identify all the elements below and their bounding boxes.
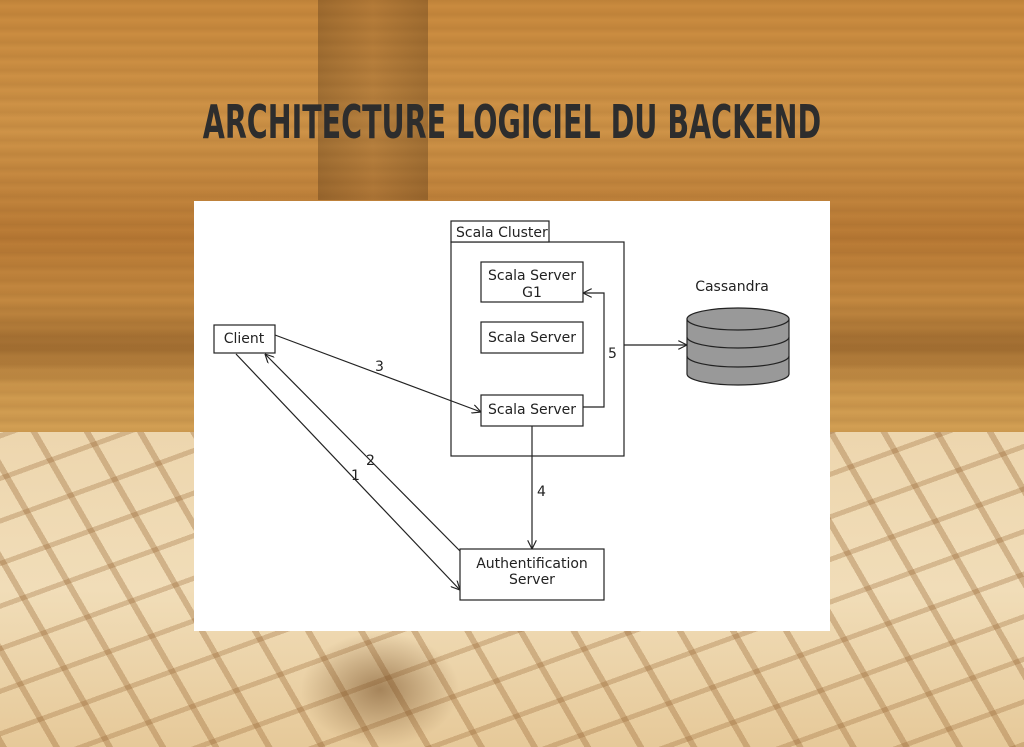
cluster-tab	[450, 220, 550, 243]
scala-server-bottom: Scala Server	[480, 394, 584, 427]
edge-3-label: 3	[375, 359, 384, 375]
auth-server-sublabel: Server	[509, 572, 555, 588]
auth-server-box	[459, 548, 605, 601]
edge-5-line	[583, 293, 605, 408]
edge-2-label: 2	[366, 453, 375, 469]
edge-1-label: 1	[351, 468, 360, 484]
server-g1-sublabel: G1	[522, 285, 542, 301]
edge-1-line	[235, 353, 460, 590]
cassandra-database: Cassandra	[686, 279, 790, 386]
cassandra-ring-1	[686, 336, 790, 349]
slide-title: ARCHITECTURE LOGICIEL DU BACKEND	[202, 95, 822, 149]
cassandra-label: Cassandra	[695, 279, 769, 295]
auth-server-node: Authentification Server	[459, 548, 605, 601]
cassandra-ring-2	[686, 355, 790, 368]
client-node: Client	[213, 324, 276, 354]
cluster-label: Scala Cluster	[456, 225, 548, 241]
server-bottom-box	[480, 394, 584, 427]
server-g1-label: Scala Server	[488, 268, 576, 284]
scala-server-middle: Scala Server	[480, 321, 584, 354]
edge-5-label: 5	[608, 346, 617, 362]
diagram-panel: Scala Cluster Scala Server G1 Scala Serv…	[194, 201, 830, 631]
client-box	[213, 324, 276, 354]
client-label: Client	[224, 331, 265, 347]
server-bottom-label: Scala Server	[488, 402, 576, 418]
cassandra-cylinder-body	[686, 319, 790, 386]
edge-3-line	[274, 334, 481, 412]
architecture-diagram: Scala Cluster Scala Server G1 Scala Serv…	[213, 220, 790, 601]
server-middle-label: Scala Server	[488, 330, 576, 346]
edge-2-line	[265, 354, 461, 552]
auth-server-label: Authentification	[476, 556, 588, 572]
server-middle-box	[480, 321, 584, 354]
cassandra-cylinder-top	[686, 307, 790, 331]
edge-4-label: 4	[537, 484, 546, 500]
scala-server-g1: Scala Server G1	[480, 261, 584, 303]
server-g1-box	[480, 261, 584, 303]
